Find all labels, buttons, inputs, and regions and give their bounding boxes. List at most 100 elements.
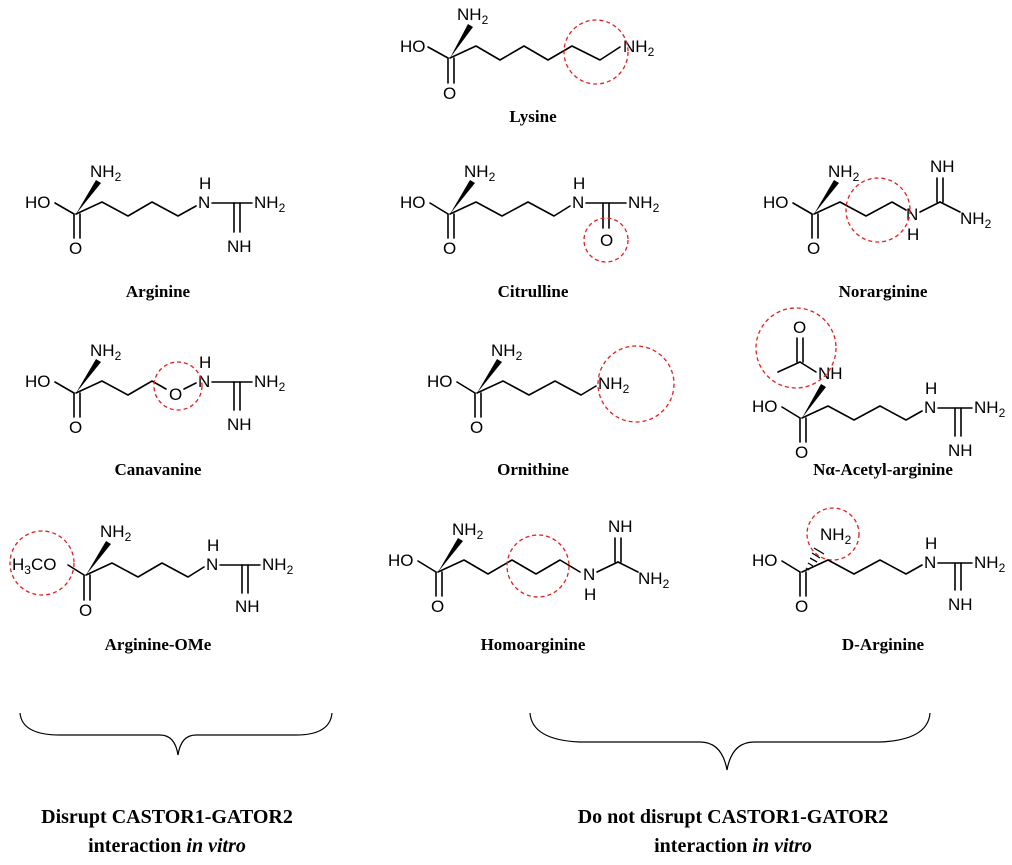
atom-label: H [925,379,937,398]
atom-label: N [924,398,936,417]
atom-label: NH2 [491,341,523,363]
atom-label: O [600,231,613,250]
atom-label: NH2 [828,162,860,184]
modification-highlight [9,530,75,596]
atom-label: H [925,534,937,553]
molecule-name: Norarginine [839,282,928,301]
molecule-name: Arginine [126,282,191,301]
no-disrupt-group-label: Do not disrupt CASTOR1-GATOR2 [578,806,889,828]
atom-label: HO [25,372,51,391]
modification-highlight [506,534,570,598]
atom-label: NH2 [628,193,660,215]
atom-label: O [169,385,182,404]
atom-label: HO [400,37,426,56]
atom-label: H [907,225,919,244]
atom-label: N [583,565,595,584]
atom-label: NH2 [262,555,294,577]
atom-label: HO [388,551,414,570]
atom-label: NH2 [254,372,286,394]
atom-label: NH [235,597,260,616]
atom-label: O [443,239,456,258]
atom-label: H3CO [12,555,56,577]
atom-label: NH [608,517,633,536]
disrupt-group-sublabel: interaction in vitro [88,835,246,857]
modification-highlight [583,217,629,263]
molecule-name: Citrulline [498,282,569,301]
norarginine-structure: HO O NH2 N H NH2 NH Norarginine [763,157,992,301]
atom-label: O [793,318,806,337]
atom-label: HO [763,193,789,212]
modification-highlight [845,177,911,243]
atom-label: NH2 [457,5,489,27]
atom-label: NH2 [90,341,122,363]
right-group-brace [529,712,931,771]
atom-label: NH2 [100,522,132,544]
arginineome-structure: H3CO O NH2 N H NH2 NH Arginine-OMe [9,522,294,654]
atom-label: O [79,601,92,620]
modification-highlight [755,307,837,389]
homoarginine-structure: HO O NH2 N H NH2 NH Homoarginine [388,517,670,654]
molecule-name: Ornithine [497,460,569,479]
atom-label: H [584,585,596,604]
lysine-structure: HO O NH2 NH2 Lysine [400,5,655,126]
atom-label: NH2 [452,520,484,542]
modification-highlight [563,19,629,85]
atom-label: HO [25,193,51,212]
acetylarginine-structure: O NH HO O N H NH2 NH Nα-Acetyl-arginine [752,307,1006,479]
atom-label: H [207,536,219,555]
modification-highlight [153,361,203,411]
darginine-structure: HO O NH2 N H NH2 NH D-Arginine [752,507,1006,654]
atom-label: H [199,174,211,193]
molecule-name: Arginine-OMe [105,635,212,654]
atom-label: NH2 [638,569,670,591]
atom-label: O [431,597,444,616]
modification-highlight [597,345,675,423]
atom-label: NH2 [623,37,655,59]
molecule-name: D-Arginine [842,635,925,654]
ornithine-structure: HO O NH2 NH2 Ornithine [427,341,675,479]
atom-label: NH2 [90,162,122,184]
arginine-structure: HO O NH2 N H NH2 NH Arginine [25,162,286,301]
atom-label: H [199,353,211,372]
atom-label: NH [948,441,973,460]
atom-label: NH [227,415,252,434]
atom-label: NH2 [974,553,1006,575]
atom-label: NH2 [464,162,496,184]
atom-label: NH [948,595,973,614]
atom-label: H [573,174,585,193]
molecule-name: Canavanine [115,460,202,479]
atom-label: O [470,418,483,437]
left-group-brace [19,712,333,756]
atom-label: O [795,597,808,616]
atom-label: HO [752,551,778,570]
atom-label: O [69,239,82,258]
atom-label: NH2 [960,209,992,231]
molecule-name: Nα-Acetyl-arginine [813,460,953,479]
atom-label: NH2 [820,525,852,547]
modification-highlight [806,507,860,561]
molecule-name: Lysine [509,107,557,126]
atom-label: N [198,193,210,212]
disrupt-group-label: Disrupt CASTOR1-GATOR2 [41,806,293,828]
atom-label: NH [930,157,955,176]
atom-label: O [807,239,820,258]
atom-label: NH [818,364,843,383]
atom-label: N [906,205,918,224]
atom-label: NH [227,237,252,256]
atom-label: N [572,193,584,212]
atom-label: NH2 [598,374,630,396]
atom-label: O [795,443,808,462]
molecule-name: Homoarginine [481,635,586,654]
atom-label: HO [427,372,453,391]
atom-label: N [924,553,936,572]
atom-label: O [69,418,82,437]
citrulline-structure: HO O NH2 N H NH2 O Citrulline [400,162,660,301]
atom-label: NH2 [974,398,1006,420]
atom-label: N [206,555,218,574]
atom-label: HO [400,193,426,212]
canavanine-structure: HO O NH2 O N H NH2 NH Canavanine [25,341,286,479]
atom-label: O [443,84,456,103]
no-disrupt-group-sublabel: interaction in vitro [654,835,812,857]
atom-label: N [198,372,210,391]
